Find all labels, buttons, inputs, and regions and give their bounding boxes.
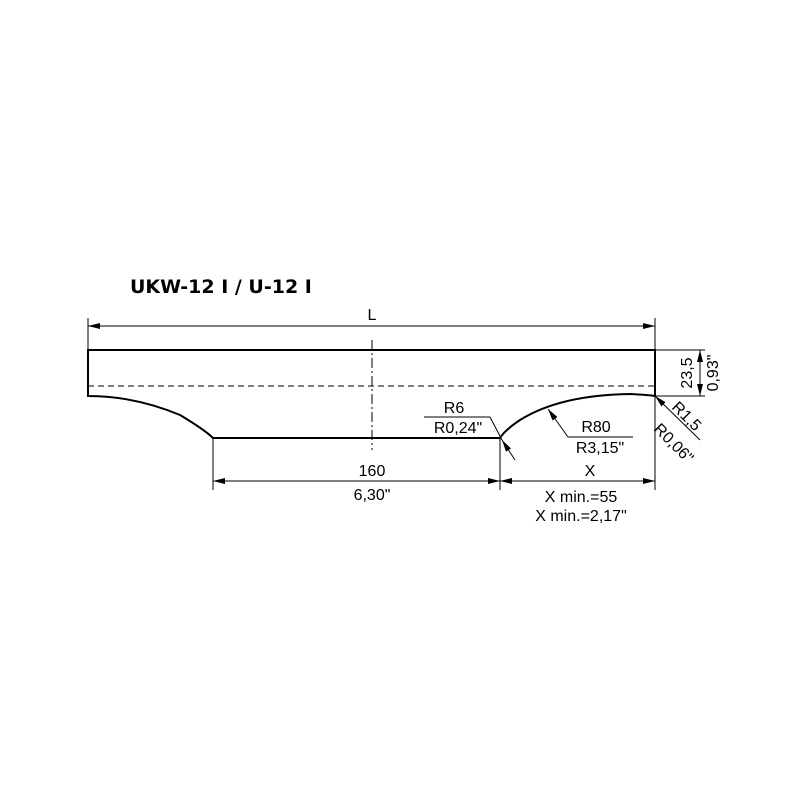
r6-leader-b: [501, 439, 516, 461]
r80-leader: [547, 408, 569, 438]
flat-mm-label: 160: [359, 463, 386, 480]
part-outline: [87, 349, 656, 439]
x-min-in-label: X min.=2,17": [535, 508, 627, 525]
flat-in-label: 6,30": [354, 487, 391, 504]
r6-mm-label: R6: [444, 400, 465, 417]
r80-mm-label: R80: [581, 419, 610, 436]
length-label: L: [368, 307, 377, 324]
x-min-mm-label: X min.=55: [545, 489, 618, 506]
height-in-label: 0,93": [705, 355, 722, 392]
drawing-title: UKW-12 I / U-12 I: [130, 276, 312, 298]
r6-leader-a: [489, 416, 503, 441]
r6-in-label: R0,24": [434, 420, 482, 437]
height-mm-label: 23,5: [679, 357, 696, 388]
r1-5-mm-label: R1,5: [668, 399, 704, 435]
x-label: X: [585, 463, 596, 480]
r80-in-label: R3,15": [576, 440, 624, 457]
r1-5-leader: [654, 395, 701, 441]
